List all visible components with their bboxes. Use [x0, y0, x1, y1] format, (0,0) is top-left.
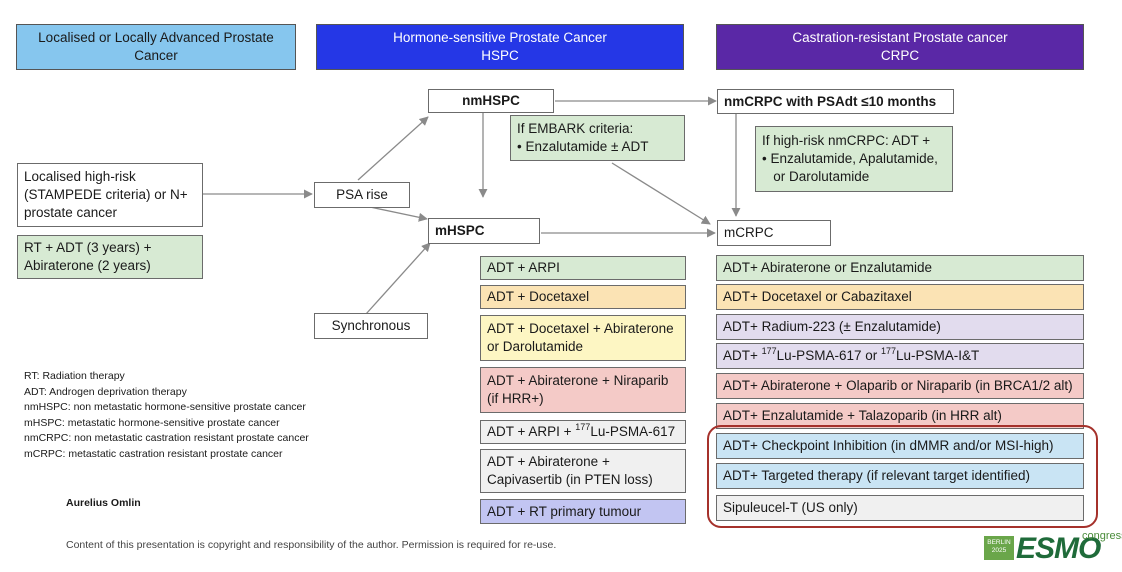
mcrpc-treatment-7: ADT+ Checkpoint Inhibition (in dMMR and/… — [716, 433, 1084, 459]
psa-rise-box: PSA rise — [314, 182, 410, 208]
mhspc-treatment-label-1: ADT + Abiraterone + — [487, 454, 610, 470]
nmhspc-label: nmHSPC — [462, 93, 520, 109]
text-part: Lu-PSMA-I&T — [896, 348, 980, 364]
esmo-logo-word: ESMO — [1016, 532, 1101, 565]
esmo-logo-badge: BERLIN 2025 — [984, 536, 1014, 560]
mcrpc-treatment-8: ADT+ Targeted therapy (if relevant targe… — [716, 463, 1084, 489]
embark-box: If EMBARK criteria: • Enzalutamide ± ADT — [510, 115, 685, 161]
mhspc-treatment-label: ADT + Docetaxel — [487, 289, 590, 305]
mhspc-treatment-adt-rt-primary: ADT + RT primary tumour — [480, 499, 686, 524]
localised-high-risk-box: Localised high-risk (STAMPEDE criteria) … — [17, 163, 203, 227]
mhspc-treatment-label: ADT + RT primary tumour — [487, 503, 642, 519]
mhspc-treatment-label-1: ADT + Abiraterone + Niraparib — [487, 373, 669, 389]
legend-item: mCRPC: metastatic castration resistant p… — [24, 447, 283, 460]
mhspc-treatment-label: ADT + ARPI + 177Lu-PSMA-617 — [487, 421, 679, 441]
mhspc-treatment-label-2: or Darolutamide — [487, 339, 584, 354]
mcrpc-treatment-5: ADT+ Abiraterone + Olaparib or Niraparib… — [716, 373, 1084, 399]
mhspc-treatment-label-2: Capivasertib (in PTEN loss) — [487, 472, 653, 487]
rt-adt-line-1: RT + ADT (3 years) + — [24, 240, 152, 256]
isotope-superscript: 177 — [761, 345, 777, 356]
mcrpc-treatment-6: ADT+ Enzalutamide + Talazoparib (in HRR … — [716, 403, 1084, 429]
mhspc-treatment-label-1: ADT + Docetaxel + Abiraterone — [487, 321, 674, 337]
synchronous-box: Synchronous — [314, 313, 428, 339]
mhspc-treatment-adt-arpi-lu-psma: ADT + ARPI + 177Lu-PSMA-617 — [480, 420, 686, 444]
legend-item: mHSPC: metastatic hormone-sensitive pros… — [24, 416, 280, 429]
mhspc-treatment-label: ADT + ARPI — [487, 260, 560, 276]
mcrpc-treatment-1: ADT+ Abiraterone or Enzalutamide — [716, 255, 1084, 281]
high-risk-line-3: or Darolutamide — [762, 168, 870, 184]
highlight-frame — [707, 425, 1098, 528]
header-hspc: Hormone-sensitive Prostate Cancer HSPC — [316, 24, 684, 70]
mcrpc-treatment-label: ADT+ Targeted therapy (if relevant targe… — [723, 468, 1031, 484]
text-part: Lu-PSMA-617 — [590, 424, 676, 440]
isotope-superscript: 177 — [575, 421, 591, 432]
mcrpc-treatment-9: Sipuleucel-T (US only) — [716, 495, 1084, 521]
arrow-psa-to-nmhspc — [357, 116, 429, 181]
mcrpc-treatment-label: Sipuleucel-T (US only) — [723, 500, 858, 516]
high-risk-line-1: If high-risk nmCRPC: ADT + — [762, 133, 931, 149]
nmcrpc-label: nmCRPC with PSAdt ≤10 months — [724, 93, 937, 109]
psa-rise-label: PSA rise — [336, 187, 388, 203]
arrow-psa-to-mhspc — [369, 206, 428, 222]
header-localised-line-2: Cancer — [134, 48, 178, 63]
header-crpc-line-2: CRPC — [880, 48, 920, 63]
mcrpc-treatment-3: ADT+ Radium-223 (± Enzalutamide) — [716, 314, 1084, 340]
copyright-notice: Content of this presentation is copyrigh… — [66, 539, 557, 551]
abbreviation-legend: RT: Radiation therapy ADT: Androgen depr… — [24, 369, 309, 462]
mcrpc-treatment-label: ADT+ Docetaxel or Cabazitaxel — [723, 289, 912, 305]
text-part: ADT+ — [723, 348, 762, 364]
badge-line: BERLIN — [987, 539, 1011, 546]
mcrpc-treatment-label: ADT+ Abiraterone or Enzalutamide — [723, 260, 932, 276]
mcrpc-treatment-4: ADT+ 177Lu-PSMA-617 or 177Lu-PSMA-I&T — [716, 343, 1084, 369]
embark-line-1: If EMBARK criteria: — [517, 121, 634, 137]
mcrpc-box: mCRPC — [717, 220, 831, 246]
nmcrpc-box: nmCRPC with PSAdt ≤10 months — [717, 89, 954, 114]
embark-line-2: • Enzalutamide ± ADT — [517, 139, 649, 154]
mcrpc-treatment-label: ADT+ Radium-223 (± Enzalutamide) — [723, 319, 941, 335]
synchronous-label: Synchronous — [331, 318, 411, 334]
header-hspc-line-1: Hormone-sensitive Prostate Cancer — [393, 30, 607, 46]
localised-high-risk-line-3: prostate cancer — [24, 204, 118, 220]
arrow-synchronous-to-mhspc — [365, 242, 431, 315]
legend-item: nmCRPC: non metastatic castration resist… — [24, 432, 309, 444]
nmhspc-box: nmHSPC — [428, 89, 554, 113]
author-name: Aurelius Omlin — [66, 497, 141, 509]
mhspc-box: mHSPC — [428, 218, 540, 244]
legend-item: nmHSPC: non metastatic hormone-sensitive… — [24, 401, 306, 413]
localised-high-risk-line-1: Localised high-risk — [24, 169, 136, 185]
isotope-superscript: 177 — [880, 345, 896, 356]
high-risk-nmcrpc-box: If high-risk nmCRPC: ADT + • Enzalutamid… — [755, 126, 953, 192]
mcrpc-treatment-2: ADT+ Docetaxel or Cabazitaxel — [716, 284, 1084, 310]
badge-line: 2025 — [991, 547, 1007, 554]
localised-high-risk-line-2: (STAMPEDE criteria) or N+ — [24, 187, 188, 203]
legend-item: ADT: Androgen deprivation therapy — [24, 385, 187, 398]
mhspc-treatment-adt-arpi: ADT + ARPI — [480, 256, 686, 280]
mcrpc-treatment-label: ADT+ Enzalutamide + Talazoparib (in HRR … — [723, 408, 1002, 424]
esmo-congress-logo: BERLIN 2025 ESMO congress — [984, 530, 1122, 566]
esmo-logo-congress: congress — [1082, 530, 1122, 542]
high-risk-line-2: • Enzalutamide, Apalutamide, — [762, 151, 938, 167]
mcrpc-treatment-label: ADT+ 177Lu-PSMA-617 or 177Lu-PSMA-I&T — [723, 345, 1077, 365]
header-localised: Localised or Locally Advanced Prostate C… — [16, 24, 296, 70]
header-hspc-line-2: HSPC — [481, 48, 519, 63]
legend-item: RT: Radiation therapy — [24, 370, 125, 382]
header-crpc-line-1: Castration-resistant Prostate cancer — [792, 30, 1008, 46]
arrow-embark-to-mcrpc — [611, 162, 711, 225]
mhspc-label: mHSPC — [435, 223, 485, 239]
mhspc-treatment-adt-docetaxel-abiraterone: ADT + Docetaxel + Abiraterone or Darolut… — [480, 315, 686, 361]
header-localised-line-1: Localised or Locally Advanced Prostate — [38, 30, 274, 46]
mcrpc-treatment-label: ADT+ Abiraterone + Olaparib or Niraparib… — [723, 378, 1073, 394]
rt-adt-line-2: Abiraterone (2 years) — [24, 258, 151, 273]
mcrpc-treatment-label: ADT+ Checkpoint Inhibition (in dMMR and/… — [723, 438, 1054, 454]
mhspc-treatment-adt-abiraterone-capivasertib: ADT + Abiraterone + Capivasertib (in PTE… — [480, 449, 686, 493]
header-crpc: Castration-resistant Prostate cancer CRP… — [716, 24, 1084, 70]
mhspc-treatment-label-2: (if HRR+) — [487, 391, 544, 406]
mcrpc-label: mCRPC — [724, 225, 774, 241]
text-part: Lu-PSMA-617 or — [776, 348, 881, 364]
mhspc-treatment-adt-docetaxel: ADT + Docetaxel — [480, 285, 686, 309]
rt-adt-abiraterone-box: RT + ADT (3 years) + Abiraterone (2 year… — [17, 235, 203, 279]
mhspc-treatment-adt-abiraterone-niraparib: ADT + Abiraterone + Niraparib (if HRR+) — [480, 367, 686, 413]
text-part: ADT + ARPI + — [487, 424, 576, 440]
